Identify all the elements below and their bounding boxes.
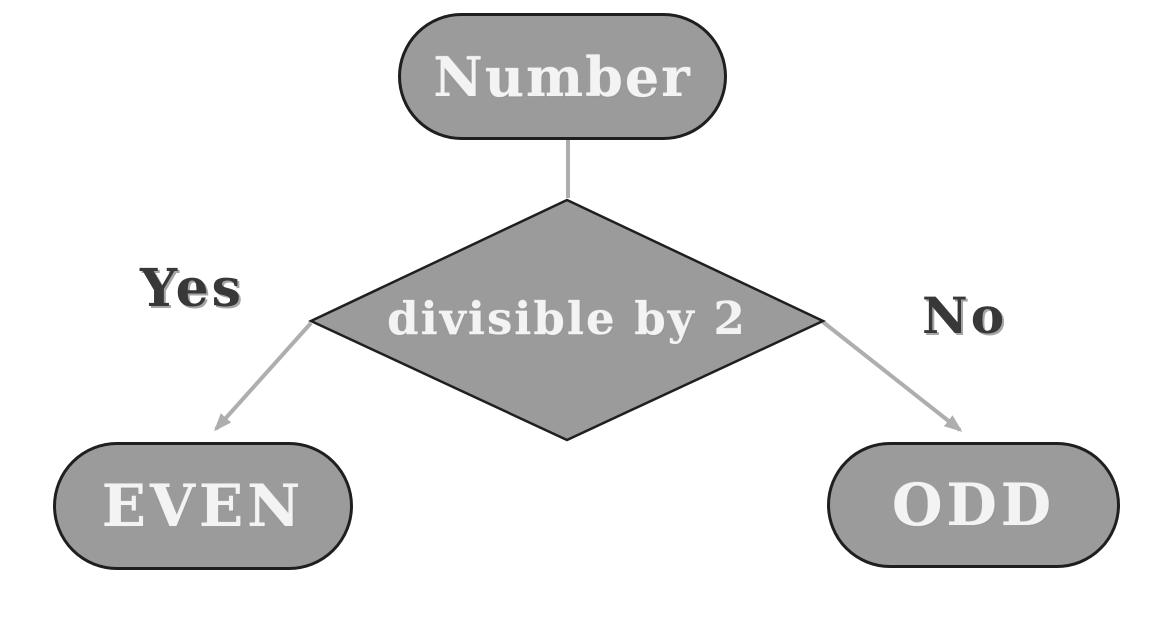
no-branch-label: No bbox=[922, 286, 1008, 345]
decision-diamond-shape bbox=[308, 198, 826, 442]
edge-decision-to-even-arrow bbox=[213, 321, 313, 432]
start-node: Number bbox=[398, 13, 727, 140]
odd-result-label: ODD bbox=[891, 471, 1056, 539]
edge-decision-to-odd-arrow bbox=[821, 320, 963, 432]
start-node-label: Number bbox=[433, 44, 692, 109]
even-result-node: EVEN bbox=[53, 442, 353, 570]
odd-result-node: ODD bbox=[827, 442, 1120, 568]
decision-node-label: divisible by 2 bbox=[387, 292, 747, 345]
even-result-label: EVEN bbox=[101, 472, 305, 540]
yes-branch-label: Yes bbox=[140, 258, 244, 319]
